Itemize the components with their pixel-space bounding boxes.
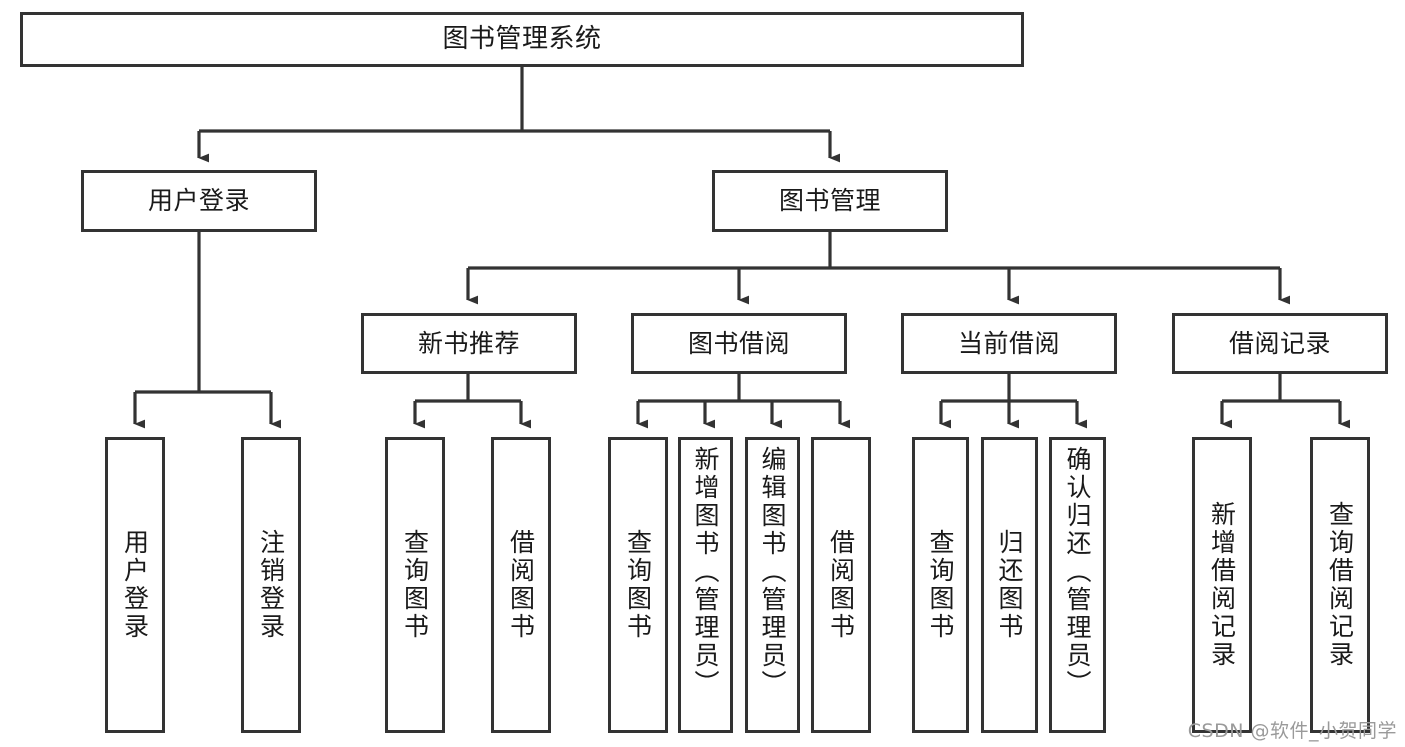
leaf-book-borrow-query-label: 查询图书 (623, 529, 653, 641)
node-book-management[interactable]: 图书管理 (712, 170, 948, 232)
leaf-book-borrow-borrow[interactable]: 借阅图书 (811, 437, 871, 733)
leaf-book-borrow-edit-label: 编辑图书（管理员） (758, 446, 787, 698)
leaf-book-borrow-query[interactable]: 查询图书 (608, 437, 668, 733)
node-borrow-record-label: 借阅记录 (1228, 328, 1331, 358)
leaf-new-books-borrow-label: 借阅图书 (506, 529, 536, 641)
node-current-borrow-label: 当前借阅 (957, 328, 1060, 358)
node-borrow-record[interactable]: 借阅记录 (1172, 313, 1388, 374)
leaf-current-borrow-query[interactable]: 查询图书 (912, 437, 969, 733)
node-root[interactable]: 图书管理系统 (20, 12, 1024, 67)
leaf-current-borrow-confirm-label: 确认归还（管理员） (1063, 446, 1092, 698)
node-user-login-label: 用户登录 (147, 186, 250, 215)
leaf-current-borrow-return[interactable]: 归还图书 (981, 437, 1038, 733)
leaf-user-login-signin-label: 用户登录 (120, 529, 150, 641)
node-book-borrow[interactable]: 图书借阅 (631, 313, 847, 374)
leaf-user-login-signin[interactable]: 用户登录 (105, 437, 165, 733)
leaf-borrow-record-add[interactable]: 新增借阅记录 (1192, 437, 1252, 733)
leaf-current-borrow-return-label: 归还图书 (995, 529, 1024, 641)
leaf-new-books-query[interactable]: 查询图书 (385, 437, 445, 733)
leaf-book-borrow-add-label: 新增图书（管理员） (691, 446, 720, 698)
node-current-borrow[interactable]: 当前借阅 (901, 313, 1117, 374)
leaf-borrow-record-query[interactable]: 查询借阅记录 (1310, 437, 1370, 733)
leaf-new-books-borrow[interactable]: 借阅图书 (491, 437, 551, 733)
leaf-user-login-signout[interactable]: 注销登录 (241, 437, 301, 733)
node-new-book-recommend[interactable]: 新书推荐 (361, 313, 577, 374)
node-user-login[interactable]: 用户登录 (81, 170, 317, 232)
leaf-current-borrow-confirm[interactable]: 确认归还（管理员） (1049, 437, 1106, 733)
node-book-borrow-label: 图书借阅 (687, 328, 790, 358)
node-new-book-recommend-label: 新书推荐 (417, 328, 520, 358)
leaf-borrow-record-query-label: 查询借阅记录 (1325, 501, 1355, 669)
leaf-user-login-signout-label: 注销登录 (256, 529, 286, 641)
leaf-book-borrow-add[interactable]: 新增图书（管理员） (678, 437, 733, 733)
node-book-management-label: 图书管理 (778, 186, 881, 215)
leaf-current-borrow-query-label: 查询图书 (926, 529, 955, 641)
node-root-label: 图书管理系统 (442, 23, 602, 54)
leaf-book-borrow-borrow-label: 借阅图书 (826, 529, 856, 641)
watermark-text: CSDN @软件_小贺同学 (1187, 720, 1397, 742)
leaf-borrow-record-add-label: 新增借阅记录 (1207, 501, 1237, 669)
leaf-book-borrow-edit[interactable]: 编辑图书（管理员） (745, 437, 800, 733)
leaf-new-books-query-label: 查询图书 (400, 529, 430, 641)
